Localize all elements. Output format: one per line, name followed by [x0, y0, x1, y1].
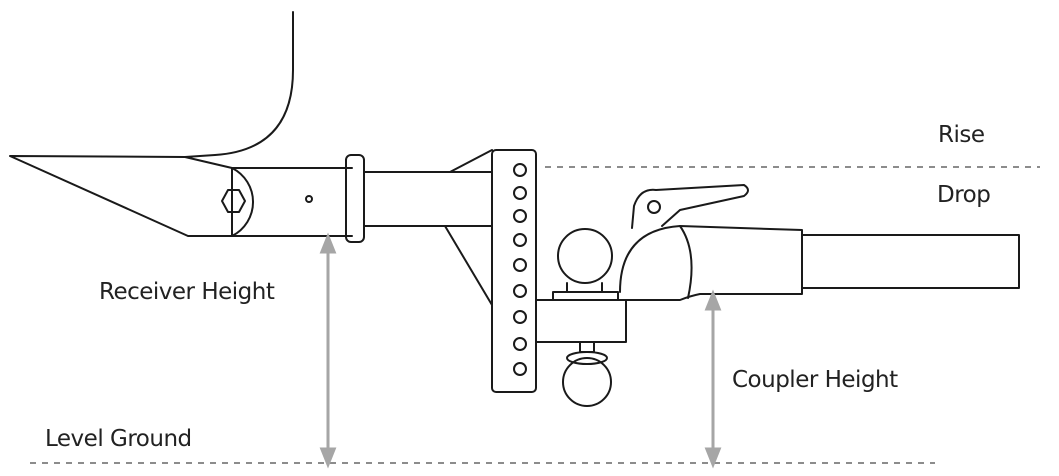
receiver-tube-mount — [231, 167, 254, 237]
rise-label: Rise — [938, 122, 985, 148]
hitch-shank — [363, 171, 493, 227]
lower-ball-neck — [579, 341, 595, 353]
trailer-coupler — [619, 225, 803, 301]
level-ground-label: Level Ground — [45, 426, 192, 452]
ball-mount — [535, 299, 627, 343]
receiver-collar — [345, 154, 365, 243]
coupler-latch-pin — [647, 200, 661, 214]
receiver-tube — [231, 167, 353, 237]
receiver-pin-hole — [305, 195, 313, 203]
drop-label: Drop — [937, 182, 991, 208]
coupler-height-label: Coupler Height — [732, 367, 898, 393]
coupler-latch — [631, 184, 749, 229]
upper-hitch-ball — [557, 228, 613, 284]
drop-plate-holes — [513, 163, 527, 376]
receiver-height-label: Receiver Height — [99, 279, 275, 305]
trailer-tongue — [801, 234, 1020, 289]
vehicle-frame — [9, 155, 233, 237]
coupler-detail-line — [679, 225, 693, 299]
lower-ball-collar — [566, 351, 608, 365]
lower-hitch-ball — [562, 357, 612, 407]
vehicle-body-curve — [184, 11, 294, 158]
shank-brace — [444, 149, 493, 306]
upper-ball-neck — [552, 282, 619, 301]
receiver-bolt-hex — [221, 189, 246, 213]
drop-plate — [491, 149, 537, 393]
